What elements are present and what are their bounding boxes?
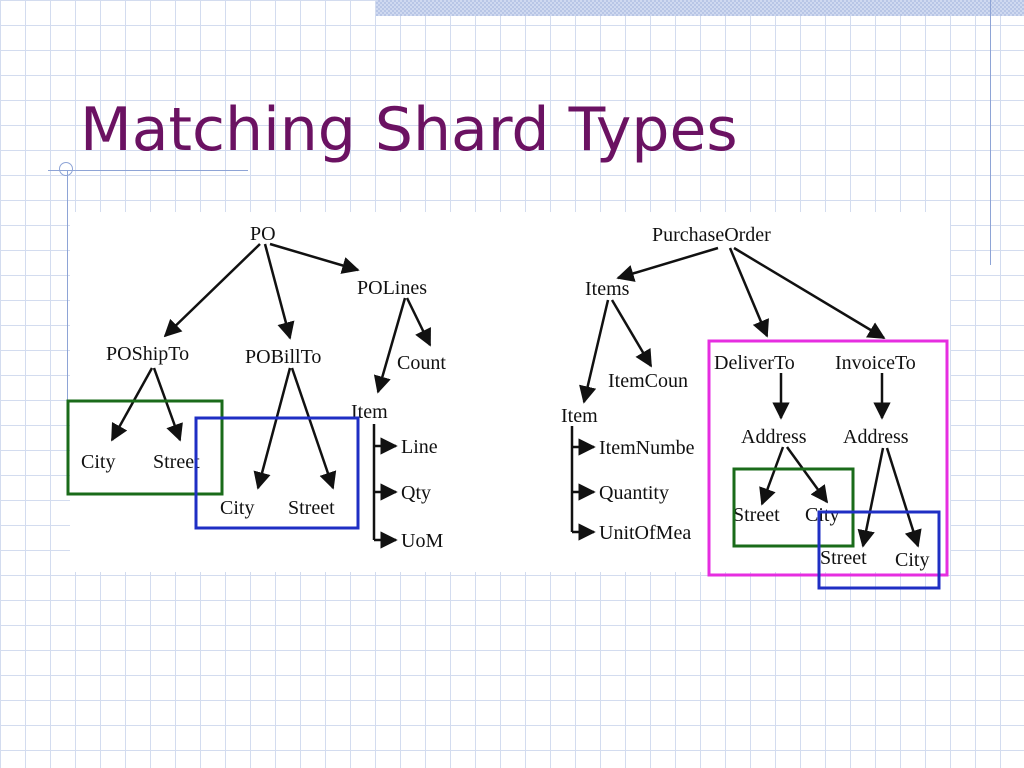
node-invoiceto: InvoiceTo xyxy=(835,352,916,374)
left-decorative-rule xyxy=(67,170,68,410)
node-qty: Qty xyxy=(401,482,431,504)
node-polines: POLines xyxy=(357,277,427,299)
node-right-item: Item xyxy=(561,405,598,427)
node-deliverto: DeliverTo xyxy=(714,352,795,374)
node-deliver-street: Street xyxy=(733,504,780,526)
node-unitofmeasure: UnitOfMea xyxy=(599,522,691,544)
node-count: Count xyxy=(397,352,446,374)
node-line: Line xyxy=(401,436,438,458)
edge-po-pobillto xyxy=(263,243,295,340)
slide-title: Matching Shard Types xyxy=(80,95,738,165)
node-bill-city: City xyxy=(220,497,254,519)
node-deliver-address: Address xyxy=(741,426,807,448)
blue-box-billto xyxy=(194,416,360,530)
node-poshipto: POShipTo xyxy=(106,343,189,365)
node-invoice-city: City xyxy=(895,549,929,571)
node-uom: UoM xyxy=(401,530,443,552)
left-tree-edges xyxy=(110,242,432,549)
edge-iaddress-street xyxy=(857,447,885,548)
edge-items-itemcount xyxy=(610,299,653,368)
edge-po-polines xyxy=(269,242,360,274)
magenta-box-shipping-parties xyxy=(707,339,949,577)
edge-poshipto-street xyxy=(152,367,183,442)
edge-polines-count xyxy=(405,297,432,347)
edge-purchaseorder-invoiceto xyxy=(733,246,886,340)
node-ship-street: Street xyxy=(153,451,200,473)
top-decorative-band xyxy=(376,0,1024,16)
node-item: Item xyxy=(351,401,388,423)
right-decorative-rule xyxy=(990,0,991,265)
node-deliver-city: City xyxy=(805,504,839,526)
edge-pobillto-street xyxy=(290,367,337,490)
node-bill-street: Street xyxy=(288,497,335,519)
edge-daddress-city xyxy=(785,446,829,504)
right-tree-edges xyxy=(570,246,922,548)
title-underline-rule xyxy=(48,170,248,171)
node-po: PO xyxy=(250,223,276,245)
node-items: Items xyxy=(585,278,630,300)
node-quantity: Quantity xyxy=(599,482,669,504)
node-invoice-address: Address xyxy=(843,426,909,448)
edge-daddress-street xyxy=(759,446,785,506)
edge-items-item xyxy=(579,299,610,404)
edge-pobillto-city xyxy=(253,367,292,490)
edge-polines-item xyxy=(373,297,407,394)
title-bullet-circle xyxy=(59,162,73,176)
blue-box-invoice-address xyxy=(817,510,941,590)
edge-poshipto-city xyxy=(110,367,154,442)
edge-purchaseorder-deliverto xyxy=(728,247,769,338)
node-ship-city: City xyxy=(81,451,115,473)
node-invoice-street: Street xyxy=(820,547,867,569)
node-itemcount: ItemCoun xyxy=(608,370,688,392)
edge-po-poshipto xyxy=(163,243,261,338)
edge-purchaseorder-items xyxy=(616,246,719,282)
edge-iaddress-city xyxy=(885,447,922,548)
node-purchaseorder: PurchaseOrder xyxy=(652,224,771,246)
diagram-background xyxy=(70,212,950,572)
node-itemnumber: ItemNumbe xyxy=(599,437,695,459)
green-box-shipto xyxy=(66,399,224,496)
green-box-deliver-address xyxy=(732,467,855,548)
node-pobillto: POBillTo xyxy=(245,346,321,368)
